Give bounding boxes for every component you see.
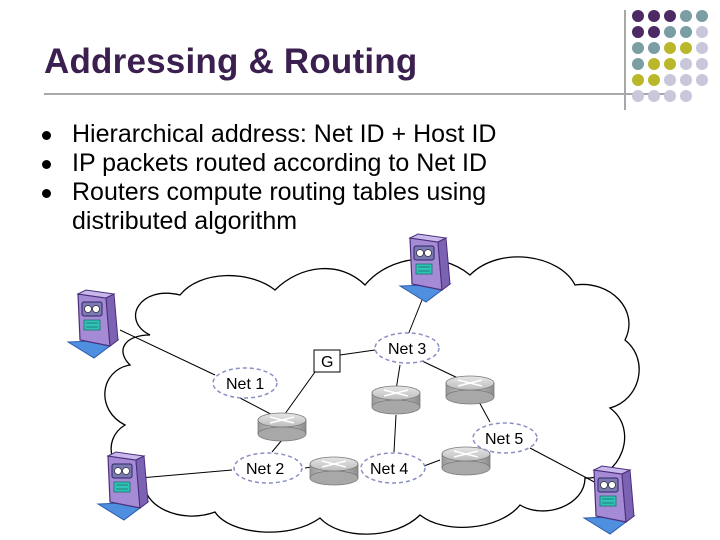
- net1-node: Net 1: [212, 367, 278, 399]
- host-computer-icon: [67, 289, 119, 359]
- link-router-a-net2: [271, 439, 283, 453]
- link-net5-host-right: [529, 447, 601, 486]
- bullet-list: Hierarchical address: Net ID + Host ID I…: [40, 120, 600, 236]
- router-d: [309, 456, 359, 486]
- gateway-label: G: [321, 354, 333, 371]
- router-b: [371, 385, 421, 415]
- decorative-dot-grid: [632, 10, 708, 102]
- bullet-dot-icon: [42, 189, 51, 198]
- bullet-item: Hierarchical address: Net ID + Host ID: [40, 120, 600, 149]
- slide-title: Addressing & Routing: [44, 42, 418, 81]
- bullet-item: IP packets routed according to Net ID: [40, 149, 600, 178]
- dot-row-3: [632, 42, 708, 54]
- host-computer-icon: [583, 465, 635, 535]
- net3-label: Net 3: [388, 341, 426, 358]
- link-gateway-net3: [339, 349, 376, 356]
- host-computer-icon: [97, 451, 149, 521]
- dot-row-5: [632, 74, 708, 86]
- dot-row-4: [632, 58, 708, 70]
- link-host-left-net1: [119, 329, 216, 376]
- dot-row-1: [632, 10, 708, 22]
- net2-label: Net 2: [246, 461, 284, 478]
- host-computer-icon: [399, 233, 451, 303]
- router-e: [441, 446, 491, 476]
- net2-node: Net 2: [233, 452, 303, 484]
- gateway-node: G: [313, 349, 341, 373]
- router-a: [257, 412, 307, 442]
- bullet-item: Routers compute routing tables using dis…: [40, 178, 600, 236]
- net5-node: Net 5: [472, 422, 538, 454]
- link-router-b-net4: [393, 414, 397, 453]
- bullet-dot-icon: [42, 131, 51, 140]
- router-c: [445, 375, 495, 405]
- net4-node: Net 4: [360, 452, 426, 484]
- net3-node: Net 3: [374, 332, 440, 364]
- dot-row-2: [632, 26, 708, 38]
- bullet-text: Hierarchical address: Net ID + Host ID: [72, 120, 497, 148]
- bullet-text: Routers compute routing tables using dis…: [72, 178, 487, 235]
- net5-label: Net 5: [485, 431, 523, 448]
- corner-divider: [624, 10, 626, 110]
- link-router-a-gateway: [281, 364, 321, 419]
- bullet-text: IP packets routed according to Net ID: [72, 149, 488, 177]
- net4-label: Net 4: [370, 461, 408, 478]
- network-links: [119, 279, 601, 486]
- bullet-dot-icon: [42, 160, 51, 169]
- link-net2-host-left: [139, 469, 233, 479]
- dot-row-6: [632, 90, 692, 102]
- link-net3-router-c: [419, 359, 463, 381]
- title-underline: [44, 93, 674, 95]
- link-net4-router-e: [423, 459, 441, 467]
- net1-label: Net 1: [226, 376, 264, 393]
